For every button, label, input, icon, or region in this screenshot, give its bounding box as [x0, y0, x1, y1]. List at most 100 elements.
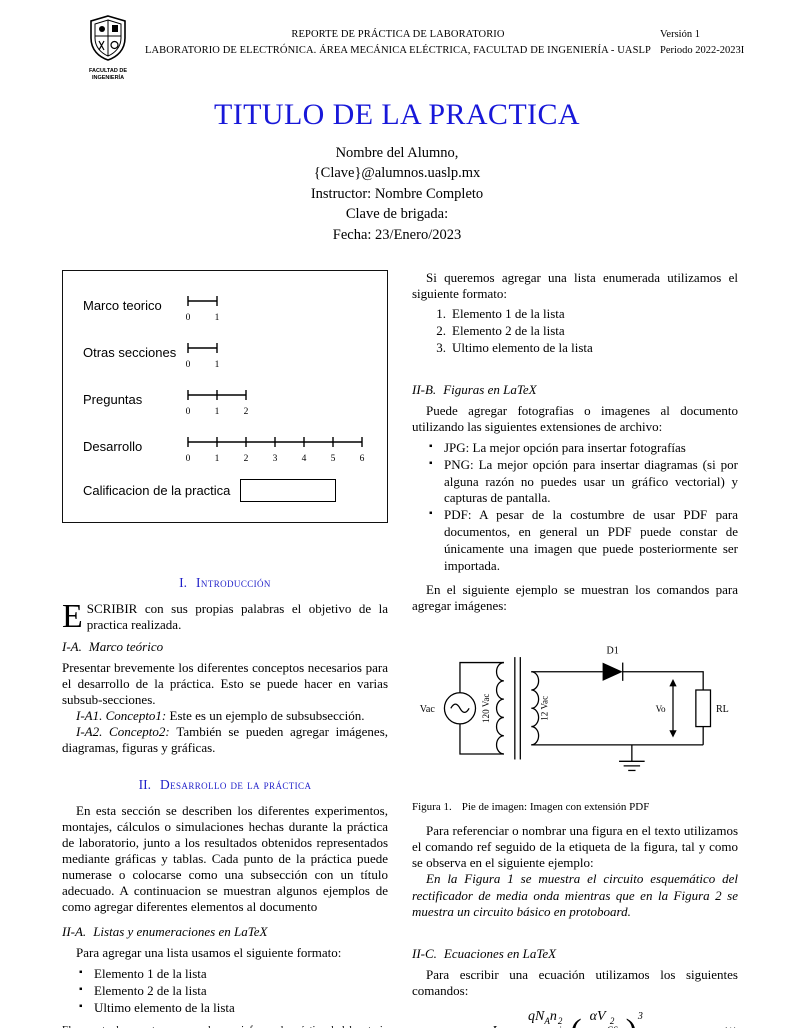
eq-power: 3 — [637, 1010, 643, 1022]
subsubsection-number: I-A2. — [76, 724, 103, 740]
subsection-title: Ecuaciones en LaTeX — [443, 945, 557, 961]
eq-numerator: qNAn2i — [524, 1009, 566, 1028]
drop-cap: E — [62, 597, 83, 635]
subsection-title: Figuras en LaTeX — [443, 381, 537, 397]
diode-label: D1 — [607, 646, 619, 657]
section-number: II. — [138, 776, 151, 792]
load-label: RL — [716, 704, 729, 715]
grade-label: Calificacion de la practica — [83, 482, 231, 498]
eq-fraction-2: αV2GS μo — [586, 1009, 622, 1028]
page-header: FACULTAD DE INGENIERÍA REPORTE DE PRÁCTI… — [0, 0, 794, 82]
eq-lhs-sub: D — [497, 1027, 504, 1028]
rubric-row-label: Marco teorico — [83, 298, 162, 314]
vac-label: Vac — [420, 704, 436, 715]
output-voltage-label: Vo — [656, 704, 666, 714]
subsection-title: Marco teórico — [88, 638, 164, 654]
header-report-type: REPORTE DE PRÁCTICA DE LABORATORIO — [291, 29, 505, 40]
svg-text:1: 1 — [215, 454, 220, 464]
rectifier-circuit-figure: Vac 120 Vac 12 Vac D1 Vo RL — [420, 646, 729, 772]
example-intro-paragraph: En el siguiente ejemplo se muestran los … — [412, 581, 738, 613]
subsubsection-concepto1: I-A1. Concepto1: Este es un ejemplo de s… — [62, 708, 388, 724]
svg-text:1: 1 — [215, 313, 220, 323]
date-line: Fecha: 23/Enero/2023 — [332, 227, 462, 244]
list-item: PDF: A pesar de la costumbre de usar PDF… — [429, 507, 738, 575]
svg-text:0: 0 — [186, 313, 191, 323]
reference-paragraph: Para referenciar o nombrar una figura en… — [412, 823, 738, 871]
eq-numerator: αV2GS — [586, 1009, 622, 1028]
svg-text:0: 0 — [186, 454, 191, 464]
subsection-heading-figuras: II-B.Figuras en LaTeX — [412, 382, 738, 398]
version-label: Versión 1 — [660, 29, 700, 40]
figure-caption-label: Figura 1. — [412, 801, 452, 814]
subsection-heading-marco-teorico: I-A.Marco teórico — [62, 639, 388, 655]
arrow-up-icon — [669, 679, 677, 687]
file-types-bullet-list: JPG: La mejor opción para insertar fotog… — [429, 440, 738, 575]
subsubsection-title: Concepto1: — [105, 708, 167, 724]
equation-number: (1) — [723, 1024, 738, 1028]
section-title: Introducción — [196, 574, 271, 590]
right-column: Si queremos agregar una lista enumerada … — [412, 270, 738, 1028]
grade-row: Calificacion de la practica — [83, 478, 375, 502]
figure-1: Vac 120 Vac 12 Vac D1 Vo RL — [412, 626, 738, 791]
list-item: 2.Elemento 2 de la lista — [428, 323, 738, 340]
subsubsection-concepto2: I-A2. Concepto2: También se pueden agreg… — [62, 724, 388, 756]
equation-intro-paragraph: Para escribir una ecuación utilizamos lo… — [412, 966, 738, 998]
rubric-row-label: Preguntas — [83, 392, 143, 408]
subsection-number: II-C. — [412, 945, 437, 961]
section-heading-introduccion: I.Introducción — [62, 575, 388, 591]
subsection-title: Listas y enumeraciones en LaTeX — [93, 924, 268, 940]
list-item: 1.Elemento 1 de la lista — [428, 306, 738, 323]
svg-text:1: 1 — [215, 360, 220, 370]
list-item: 3.Ultimo elemento de la lista — [428, 340, 738, 357]
section-title: Desarrollo de la práctica — [159, 776, 312, 792]
instructor-line: Instructor: Nombre Completo — [310, 185, 484, 202]
header-center: REPORTE DE PRÁCTICA DE LABORATORIO LABOR… — [136, 14, 660, 60]
first-page-footnote: El presente documento corresponde a un i… — [62, 1024, 388, 1028]
section-heading-desarrollo: II. Desarrollo de la práctica — [62, 777, 388, 793]
figuras-intro-paragraph: Puede agregar fotografias o imagenes al … — [412, 402, 738, 434]
svg-text:3: 3 — [273, 454, 278, 464]
list-number: 2. — [436, 322, 446, 338]
logo-caption-line1: FACULTAD DE — [89, 68, 127, 74]
subsubsection-text: Este es un ejemplo de subsubsección. — [169, 708, 365, 724]
svg-text:1: 1 — [215, 407, 220, 417]
author-name: Nombre del Alumno, — [335, 144, 459, 161]
page-title: TITULO DE LA PRACTICA — [214, 97, 580, 131]
secondary-coil-icon — [531, 671, 540, 746]
brigade-line: Clave de brigada: — [345, 206, 449, 223]
eq-right-paren: ) — [626, 1015, 637, 1028]
list-item: JPG: La mejor opción para insertar fotog… — [429, 440, 738, 457]
crest-icon — [90, 15, 126, 61]
list-item: Ultimo elemento de la lista — [79, 1000, 388, 1017]
university-logo: FACULTAD DE INGENIERÍA — [80, 14, 136, 82]
subsubsection-title: Concepto2: — [109, 724, 170, 740]
subsection-heading-listas: II-A.Listas y enumeraciones en LaTeX — [62, 924, 388, 940]
author-block: Nombre del Alumno, {Clave}@alumnos.uaslp… — [0, 143, 794, 246]
intro-lead-text: SCRIBIR con sus propias palabras el obje… — [86, 600, 388, 632]
logo-caption: FACULTAD DE INGENIERÍA — [80, 68, 136, 82]
svg-text:4: 4 — [302, 454, 307, 464]
primary-coil-icon — [495, 662, 504, 755]
primary-voltage-label: 120 Vac — [481, 694, 491, 723]
list-intro-paragraph: Para agregar una lista usamos el siguien… — [76, 945, 342, 961]
equation-block: ID = qNAn2i ND ( αV2GS μo ) 3 (1) — [412, 1009, 738, 1028]
logo-caption-line2: INGENIERÍA — [91, 74, 125, 81]
header-version-block: Versión 1 Periodo 2022-2023I — [660, 14, 752, 60]
eq-lhs: I — [492, 1024, 497, 1028]
list-number: 1. — [436, 305, 446, 321]
bullet-list: Elemento 1 de la lista Elemento 2 de la … — [79, 966, 388, 1017]
svg-text:0: 0 — [186, 407, 191, 417]
marco-teorico-paragraph: Presentar brevemente los diferentes conc… — [62, 659, 388, 708]
header-lab-name: LABORATORIO DE ELECTRÓNICA. ÁREA MECÁNIC… — [144, 45, 651, 57]
grade-input-box[interactable] — [240, 478, 337, 502]
list-number: 3. — [436, 339, 446, 355]
